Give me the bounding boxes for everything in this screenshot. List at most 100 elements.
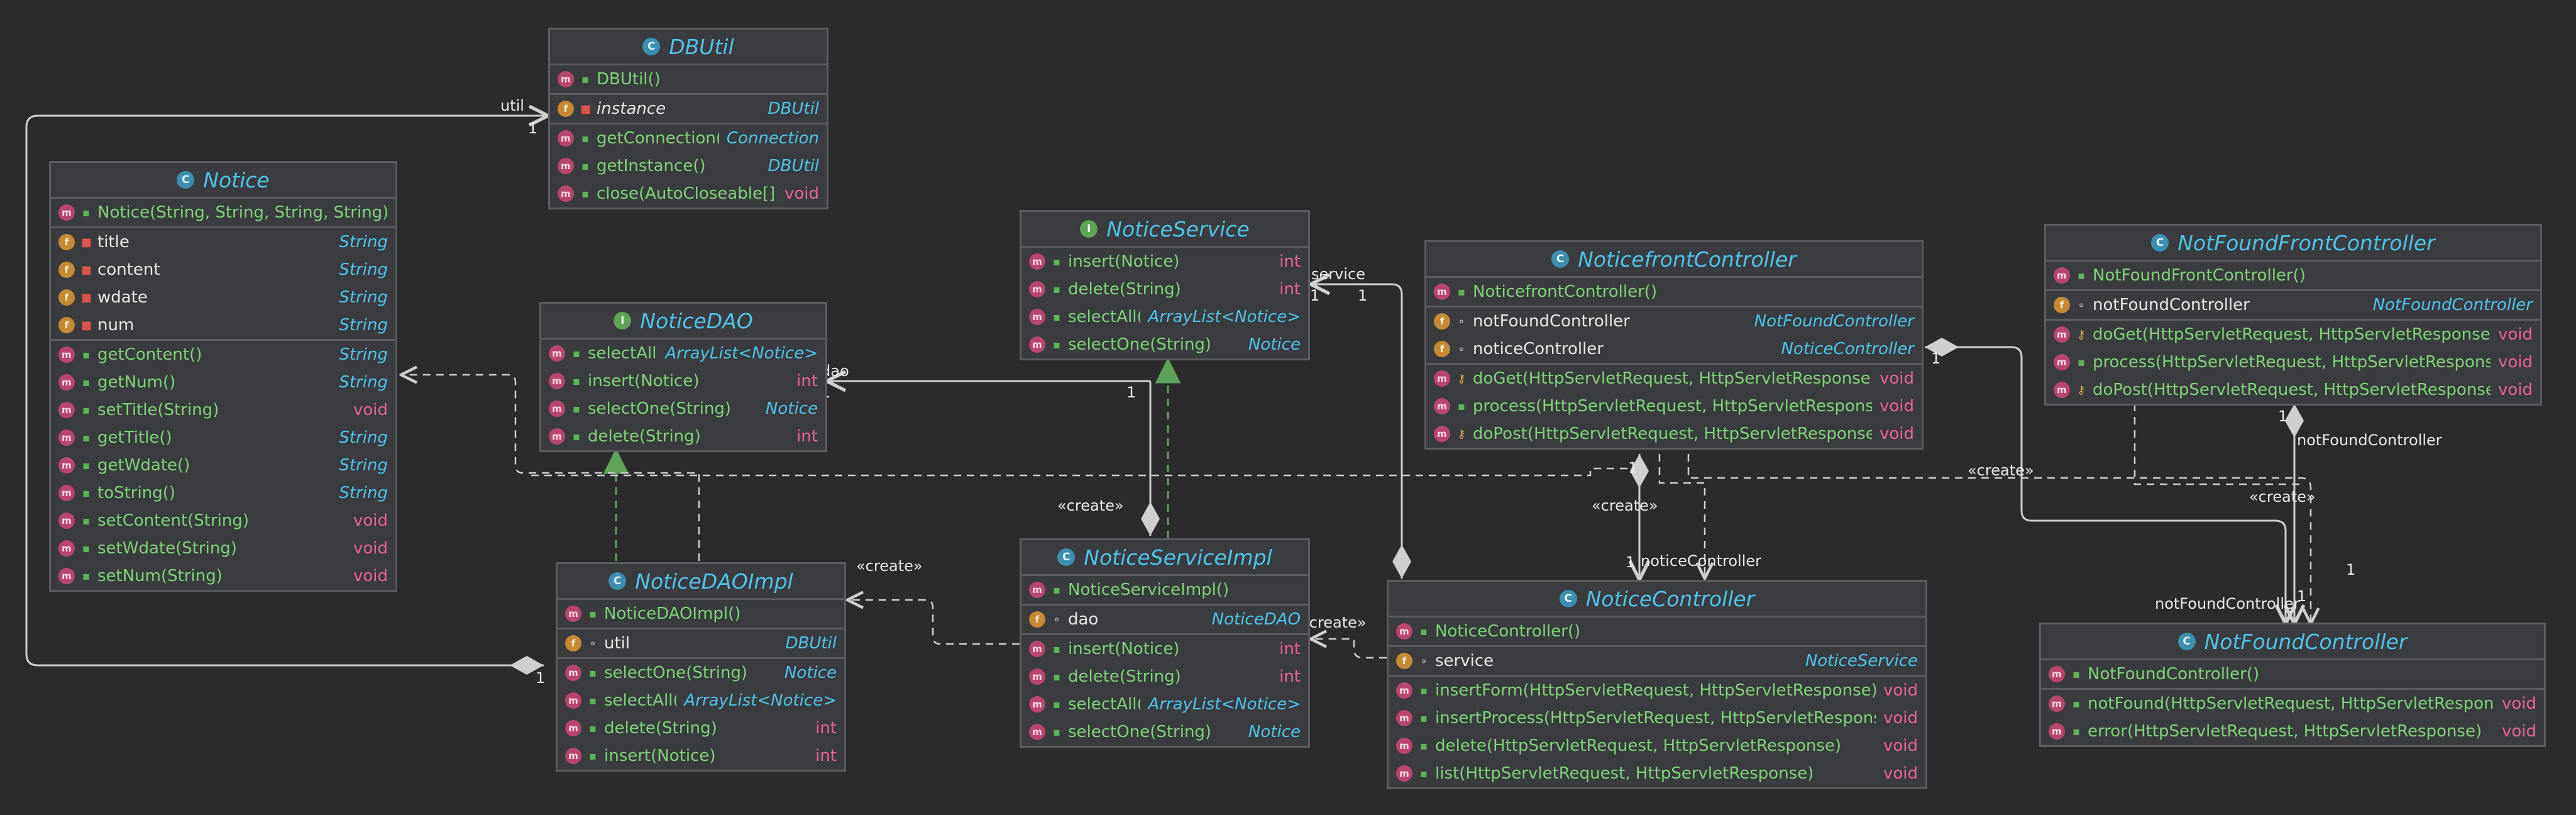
method-row[interactable]: m▪getConnection()Connection xyxy=(550,125,827,152)
interface-icon: I xyxy=(1080,220,1098,238)
member-type: String xyxy=(339,456,388,475)
method-row[interactable]: m⚷doGet(HttpServletRequest, HttpServletR… xyxy=(2046,321,2540,348)
method-row[interactable]: m▪getInstance()DBUtil xyxy=(550,152,827,180)
method-row[interactable]: m▪setWdate(String)void xyxy=(51,535,395,562)
method-row[interactable]: m▪selectOne(String)Notice xyxy=(1021,331,1308,358)
method-row[interactable]: m⚷doPost(HttpServletRequest, HttpServlet… xyxy=(2046,376,2540,404)
method-row[interactable]: m▪setNum(String)void xyxy=(51,562,395,590)
method-row[interactable]: m▪insert(Notice)int xyxy=(541,367,825,395)
method-row[interactable]: m▪delete(HttpServletRequest, HttpServlet… xyxy=(1389,732,1925,760)
member-type: void xyxy=(353,401,388,419)
method-row[interactable]: m▪insertProcess(HttpServletRequest, Http… xyxy=(1389,704,1925,732)
class-box-noticedao[interactable]: INoticeDAOm▪selectAll()ArrayList<Notice>… xyxy=(539,302,827,452)
method-row[interactable]: m▪getContent()String xyxy=(51,341,395,369)
method-row[interactable]: m▪delete(String)int xyxy=(541,423,825,450)
field-icon: f xyxy=(565,635,581,651)
method-row[interactable]: m▪delete(String)int xyxy=(1021,275,1308,303)
method-row[interactable]: m▪selectAll()ArrayList<Notice> xyxy=(1021,303,1308,331)
method-icon: m xyxy=(58,485,75,501)
priv-visibility-icon: ■ xyxy=(81,263,92,277)
method-row[interactable]: m⚷doGet(HttpServletRequest, HttpServletR… xyxy=(1426,365,1922,392)
method-row[interactable]: m▪toString()String xyxy=(51,479,395,507)
method-row[interactable]: m⚷doPost(HttpServletRequest, HttpServlet… xyxy=(1426,420,1922,448)
method-icon: m xyxy=(549,345,565,362)
method-icon: m xyxy=(2054,326,2070,343)
method-row[interactable]: m▪error(HttpServletRequest, HttpServletR… xyxy=(2041,718,2544,745)
method-row[interactable]: m▪list(HttpServletRequest, HttpServletRe… xyxy=(1389,760,1925,787)
field-icon: f xyxy=(1029,611,1045,628)
method-row[interactable]: m▪process(HttpServletRequest, HttpServle… xyxy=(1426,392,1922,420)
method-icon: m xyxy=(58,540,75,557)
member-section: m▪NoticeDAOImpl() xyxy=(558,600,844,629)
prot-visibility-icon: ⚷ xyxy=(1457,372,1466,385)
pub-visibility-icon: ▪ xyxy=(2077,269,2086,282)
method-row[interactable]: m▪selectOne(String)Notice xyxy=(1021,718,1308,746)
method-icon: m xyxy=(558,186,574,202)
pub-visibility-icon: ▪ xyxy=(1052,255,1061,269)
method-row[interactable]: m▪NoticeController() xyxy=(1389,618,1925,645)
method-row[interactable]: m▪NoticeDAOImpl() xyxy=(558,600,844,628)
method-icon: m xyxy=(1029,668,1045,685)
method-row[interactable]: m▪setContent(String)void xyxy=(51,507,395,535)
method-row[interactable]: m▪process(HttpServletRequest, HttpServle… xyxy=(2046,348,2540,376)
member-name: util xyxy=(604,634,630,653)
edge-label-noticeController-mult: 1 xyxy=(1626,553,1636,571)
method-row[interactable]: m▪delete(String)int xyxy=(558,714,844,742)
method-row[interactable]: m▪insert(Notice)int xyxy=(1021,248,1308,275)
method-row[interactable]: m▪setTitle(String)void xyxy=(51,396,395,424)
method-row[interactable]: m▪close(AutoCloseable[])void xyxy=(550,180,827,208)
method-icon: m xyxy=(1029,253,1045,270)
method-row[interactable]: m▪insertForm(HttpServletRequest, HttpSer… xyxy=(1389,677,1925,704)
method-row[interactable]: m▪selectAll()ArrayList<Notice> xyxy=(558,687,844,714)
method-row[interactable]: m▪Notice(String, String, String, String) xyxy=(51,199,395,226)
method-row[interactable]: m▪delete(String)int xyxy=(1021,663,1308,690)
method-row[interactable]: m▪getWdate()String xyxy=(51,452,395,479)
method-row[interactable]: m▪selectOne(String)Notice xyxy=(541,395,825,423)
method-row[interactable]: m▪insert(Notice)int xyxy=(1021,635,1308,663)
member-type: int xyxy=(815,719,837,738)
method-row[interactable]: m▪insert(Notice)int xyxy=(558,742,844,770)
pub-visibility-icon: ▪ xyxy=(588,721,597,735)
method-row[interactable]: m▪getNum()String xyxy=(51,369,395,396)
method-row[interactable]: m▪selectAll()ArrayList<Notice> xyxy=(541,340,825,367)
method-row[interactable]: m▪selectAll()ArrayList<Notice> xyxy=(1021,690,1308,718)
method-row[interactable]: m▪DBUtil() xyxy=(550,65,827,93)
member-type: int xyxy=(1279,667,1301,686)
method-row[interactable]: m▪NotFoundController() xyxy=(2041,660,2544,688)
pub-visibility-icon: ▪ xyxy=(82,458,91,472)
method-row[interactable]: m▪notFound(HttpServletRequest, HttpServl… xyxy=(2041,690,2544,718)
method-icon: m xyxy=(2054,354,2070,370)
method-row[interactable]: m▪NoticefrontController() xyxy=(1426,278,1922,306)
method-row[interactable]: m▪NoticeServiceImpl() xyxy=(1021,576,1308,604)
method-row[interactable]: m▪getTitle()String xyxy=(51,424,395,452)
member-name: doPost(HttpServletRequest, HttpServletRe… xyxy=(2093,380,2491,399)
method-icon: m xyxy=(1396,623,1412,640)
method-row[interactable]: m▪NotFoundFrontController() xyxy=(2046,262,2540,289)
method-row[interactable]: m▪selectOne(String)Notice xyxy=(558,659,844,687)
member-section: m▪insertForm(HttpServletRequest, HttpSer… xyxy=(1389,677,1925,787)
member-name: insert(Notice) xyxy=(588,372,700,391)
pub-visibility-icon: ▪ xyxy=(82,348,91,362)
